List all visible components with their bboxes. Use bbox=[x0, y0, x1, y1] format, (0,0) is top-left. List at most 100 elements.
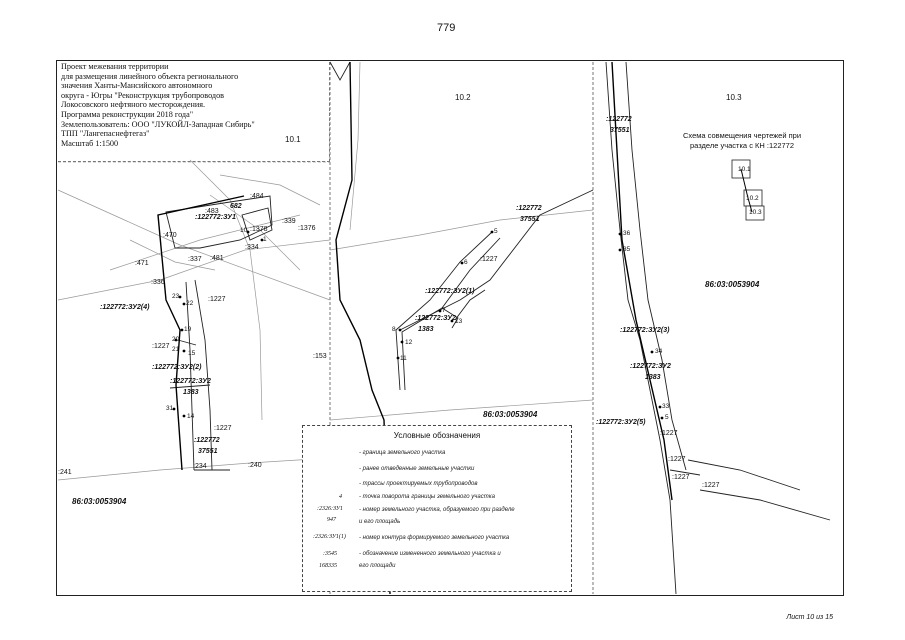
contour-label: :122772:ЗУ2(1) bbox=[425, 288, 475, 295]
legend-item: - ранее отведенные земельные участки bbox=[359, 466, 475, 472]
legend-title: Условные обозначения bbox=[393, 431, 481, 440]
title-block: Проект межевания территории для размещен… bbox=[58, 62, 330, 162]
point-number: 12 bbox=[405, 339, 413, 346]
legend-item: - номер контура формируемого земельного … bbox=[359, 535, 510, 541]
scheme-box-label: 10.2 bbox=[746, 195, 759, 202]
legend-changed-area: 168335 bbox=[319, 563, 337, 569]
parcel-area: 37551 bbox=[520, 216, 540, 223]
cadastral-label: :1227 bbox=[668, 456, 686, 463]
cadastral-label: :470 bbox=[163, 232, 177, 239]
scheme-line-2: разделе участка с КН :122772 bbox=[690, 141, 795, 150]
point-number: 14 bbox=[187, 413, 195, 420]
cadastral-label: :471 bbox=[135, 260, 149, 267]
legend-item: и его площадь bbox=[359, 519, 401, 525]
sheet-label-10-2: 10.2 bbox=[455, 93, 471, 102]
contour-label: :122772:ЗУ2(2) bbox=[152, 364, 202, 371]
sheet-label-10-1: 10.1 bbox=[285, 135, 301, 144]
parcel-area: 37551 bbox=[610, 127, 630, 134]
cadastral-label: :336 bbox=[151, 279, 165, 286]
page-number: 779 bbox=[437, 22, 456, 34]
legend-item: - точка поворота границы земельного учас… bbox=[359, 494, 495, 500]
cadastral-label: :1227 bbox=[152, 343, 170, 350]
cadastral-label: :1227 bbox=[702, 482, 720, 489]
contour-label: :122772:ЗУ2(5) bbox=[596, 419, 646, 426]
parcel-label: :122772:ЗУ2 bbox=[630, 363, 671, 370]
point-number: 13 bbox=[455, 318, 463, 325]
point-number: 8 bbox=[392, 326, 396, 333]
legend-contour-symbol: :2326:ЗУ1(1) bbox=[313, 534, 346, 540]
point-number: 36 bbox=[623, 230, 631, 237]
parcel-area: 1383 bbox=[418, 326, 434, 333]
cadastral-label: :1227 bbox=[208, 296, 226, 303]
point-number: 6 bbox=[464, 259, 468, 266]
point-number: 19 bbox=[184, 326, 192, 333]
sheet-footer: Лист 10 из 15 bbox=[786, 614, 833, 621]
parcel-area: 1383 bbox=[183, 389, 199, 396]
sheet-label-10-3: 10.3 bbox=[726, 93, 742, 102]
point-number: 31 bbox=[166, 405, 174, 412]
scheme-line-1: Схема совмещения чертежей при bbox=[683, 131, 802, 140]
title-line: ТПП "Лангепаснефтегаз" bbox=[61, 129, 150, 139]
legend-item: - номер земельного участка, образуемого … bbox=[359, 507, 515, 513]
parcel-label: :122772:ЗУ2 bbox=[170, 378, 211, 385]
point-number: 22 bbox=[186, 300, 194, 307]
legend-item: - обозначение измененного земельного уча… bbox=[359, 551, 501, 557]
point-number: 10 bbox=[240, 227, 248, 234]
cadastral-label: :1227 bbox=[672, 474, 690, 481]
cadastral-label: :337 bbox=[188, 256, 202, 263]
cadastral-label: :1378 bbox=[250, 226, 268, 233]
parcel-area: 1383 bbox=[645, 374, 661, 381]
title-line: значения Ханты-Мансийского автономного bbox=[61, 81, 213, 91]
legend-zu-area: 947 bbox=[327, 517, 336, 523]
contour-label: :122772:ЗУ2(4) bbox=[100, 304, 150, 311]
point-number: 33 bbox=[662, 403, 670, 410]
cadastral-label: :153 bbox=[313, 353, 327, 360]
cadastral-label: :241 bbox=[58, 469, 72, 476]
parcel-label: :122772 bbox=[194, 437, 220, 444]
quarter-number: 86:03:0053904 bbox=[483, 410, 538, 419]
quarter-number: 86:03:0053904 bbox=[72, 497, 127, 506]
legend-zu-symbol: :2326:ЗУ1 bbox=[317, 506, 343, 512]
cadastral-label: :484 bbox=[250, 193, 264, 200]
scheme-caption: Схема совмещения чертежей при разделе уч… bbox=[683, 131, 801, 151]
point-number: 5 bbox=[665, 414, 669, 421]
point-number: 20 bbox=[172, 336, 180, 343]
scheme-box-label: 10.1 bbox=[738, 166, 751, 173]
title-line: округа - Югры "Реконструкция трубопровод… bbox=[61, 90, 225, 100]
quarter-number: 86:03:0053904 bbox=[705, 280, 760, 289]
cadastral-label: :339 bbox=[282, 218, 296, 225]
point-number: 21 bbox=[172, 346, 180, 353]
legend-point-symbol: 4 bbox=[339, 494, 342, 500]
point-number: 35 bbox=[623, 246, 631, 253]
cadastral-label: :1376 bbox=[298, 225, 316, 232]
cadastral-label: :1227 bbox=[480, 256, 498, 263]
legend-item: - граница земельного участка bbox=[359, 450, 446, 456]
scheme-box-label: 10.3 bbox=[749, 209, 762, 216]
title-line: для размещения линейного объекта региона… bbox=[61, 71, 239, 81]
title-line: Землепользователь: ООО "ЛУКОЙЛ-Западная … bbox=[61, 119, 255, 129]
parcel-area: 682 bbox=[230, 203, 242, 210]
parcel-area: 37551 bbox=[198, 448, 218, 455]
point-number: 7 bbox=[442, 307, 446, 314]
legend-changed-symbol: :3545 bbox=[323, 551, 337, 557]
title-line: Проект межевания территории bbox=[61, 62, 169, 71]
point-number: 34 bbox=[655, 348, 663, 355]
point-number: 1 bbox=[263, 236, 267, 243]
point-number: 5 bbox=[494, 228, 498, 235]
cadastral-label: :1227 bbox=[660, 430, 678, 437]
map-legend: Условные обозначения - граница земельног… bbox=[302, 425, 572, 592]
cadastral-label: :234 bbox=[193, 463, 207, 470]
legend-item: его площади bbox=[359, 563, 396, 569]
scale-label: Масштаб 1:1500 bbox=[61, 138, 119, 148]
legend-item: - трассы проектируемых трубопроводов bbox=[359, 481, 478, 487]
map-frame bbox=[56, 60, 844, 596]
parcel-label: :122772:ЗУ2 bbox=[415, 315, 456, 322]
parcel-label: :122772 bbox=[516, 205, 542, 212]
parcel-label: :122772 bbox=[606, 116, 632, 123]
cadastral-label: :240 bbox=[248, 462, 262, 469]
cadastral-label: :481 bbox=[210, 255, 224, 262]
cadastral-label: :483 bbox=[205, 208, 219, 215]
title-line: Программа реконструкции 2018 года" bbox=[61, 109, 194, 119]
parcel-label: :122772:ЗУ1 bbox=[195, 214, 236, 221]
